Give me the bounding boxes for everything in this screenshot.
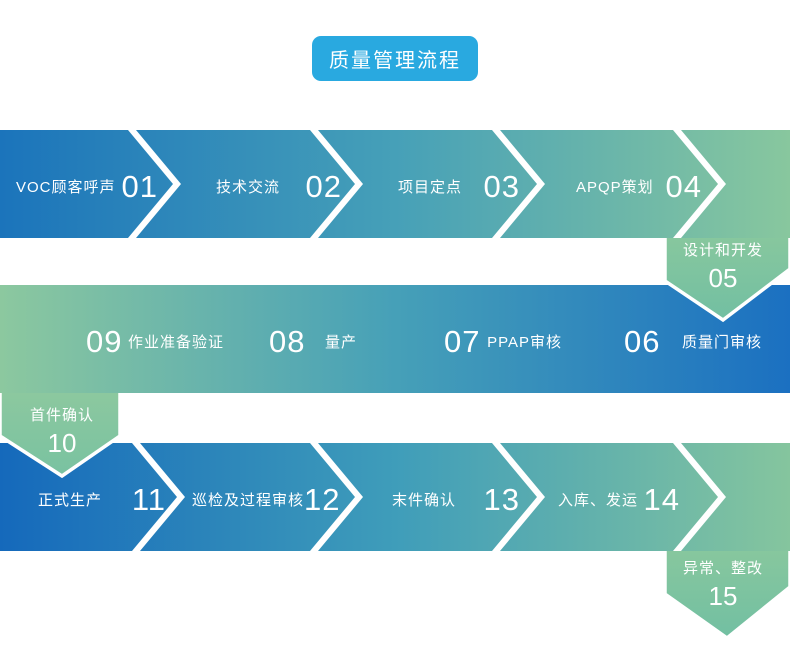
step-08-number: 08	[269, 323, 306, 359]
page-title: 质量管理流程	[329, 50, 461, 72]
step-14: 入库、发运 14	[558, 474, 680, 524]
step-08-label: 量产	[324, 333, 357, 351]
step-13-label: 末件确认	[392, 491, 457, 509]
step-10-label: 首件确认	[29, 407, 94, 424]
step-06-number: 06	[624, 323, 661, 359]
step-10-number: 10	[47, 428, 77, 458]
step-11-shape	[0, 443, 177, 551]
step-14-shape	[500, 443, 718, 551]
step-06: 06 质量门审核	[624, 316, 762, 366]
step-07: 07 PPAP审核	[444, 316, 562, 366]
step-12: 巡检及过程审核 12	[192, 474, 340, 524]
step-03-number: 03	[483, 168, 520, 204]
step-05-shape	[663, 238, 790, 323]
step-02-number: 02	[305, 168, 342, 204]
step-15-shape	[663, 551, 790, 641]
step-01-shape	[0, 130, 173, 238]
step-01: VOC顾客呼声 01	[16, 161, 158, 211]
step-12-label: 巡检及过程审核	[192, 491, 305, 509]
step-15-number: 15	[708, 581, 738, 611]
step-11-number: 11	[131, 481, 166, 517]
step-06-shape	[606, 285, 790, 393]
band-1-tail-shape	[681, 130, 790, 238]
step-07-shape	[427, 285, 659, 393]
step-02: 技术交流 02	[216, 161, 342, 211]
step-13-shape	[318, 443, 537, 551]
step-11-label: 正式生产	[38, 491, 103, 509]
step-14-label: 入库、发运	[558, 491, 639, 509]
step-07-label: PPAP审核	[487, 333, 562, 351]
step-14-number: 14	[643, 481, 680, 517]
step-03-label: 项目定点	[398, 178, 463, 196]
step-04-label: APQP策划	[576, 178, 654, 196]
step-12-shape	[140, 443, 355, 551]
step-09-label: 作业准备验证	[127, 333, 224, 351]
step-08-shape	[250, 285, 480, 393]
step-03: 项目定点 03	[398, 161, 520, 211]
step-13-number: 13	[483, 481, 520, 517]
step-09: 09 作业准备验证	[86, 316, 224, 366]
step-12-number: 12	[304, 481, 341, 517]
step-04: APQP策划 04	[576, 161, 702, 211]
step-08: 08 量产	[269, 316, 357, 366]
title-badge: 质量管理流程	[312, 36, 478, 81]
step-06-label: 质量门审核	[681, 333, 762, 351]
step-05-label: 设计和开发	[682, 242, 763, 259]
step-15: 异常、整改 15	[662, 560, 784, 609]
step-05: 设计和开发 05	[662, 242, 784, 291]
step-04-number: 04	[665, 168, 702, 204]
step-02-shape	[136, 130, 355, 238]
step-13: 末件确认 13	[392, 474, 520, 524]
step-15-label: 异常、整改	[682, 560, 763, 577]
step-02-label: 技术交流	[216, 178, 281, 196]
step-01-label: VOC顾客呼声	[16, 178, 116, 196]
band-3-tail-shape	[681, 443, 790, 551]
step-03-shape	[318, 130, 537, 238]
step-01-number: 01	[121, 168, 158, 204]
step-09-number: 09	[86, 323, 123, 359]
step-10-shape	[0, 393, 122, 479]
step-04-shape	[500, 130, 718, 238]
step-09-shape	[68, 285, 303, 393]
step-05-number: 05	[708, 263, 738, 293]
step-11: 正式生产 11	[38, 474, 166, 524]
step-10: 首件确认 10	[1, 407, 123, 456]
step-07-number: 07	[444, 323, 481, 359]
